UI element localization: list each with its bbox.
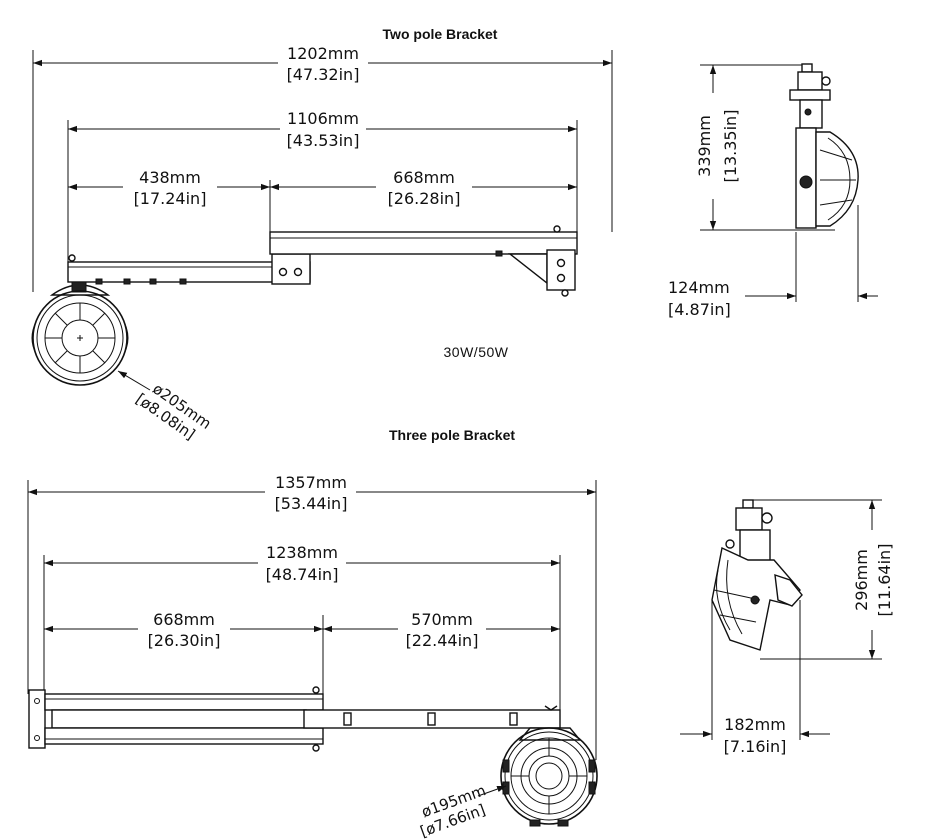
left-segment-mm: 668mm [153, 610, 215, 629]
right-segment-mm: 570mm [411, 610, 473, 629]
overall-length-in: [53.44in] [275, 494, 348, 513]
right-segment-in: [22.44in] [406, 631, 479, 650]
mount-brace [507, 253, 548, 285]
side-height-label: 296mm [11.64in] [852, 544, 894, 617]
side-height-mm: 296mm [852, 549, 871, 611]
three-pole-side-view: 296mm [11.64in] 182mm [7.16in] [680, 499, 894, 756]
lower-arm-bar [44, 727, 324, 745]
upper-arm-bar [269, 231, 578, 255]
arm-length-mm: 1106mm [287, 109, 359, 128]
arm-length-in: [43.53in] [287, 131, 360, 150]
spacer-bar [51, 709, 307, 729]
overall-length-mm: 1202mm [287, 44, 359, 63]
overall-length-mm: 1357mm [275, 473, 347, 492]
side-height-in: [13.35in] [721, 110, 740, 183]
side-depth-mm: 124mm [668, 278, 730, 297]
left-segment-in: [26.30in] [148, 631, 221, 650]
diameter-leader [477, 785, 507, 797]
pole-mount-plate [28, 689, 46, 749]
side-height-in: [11.64in] [875, 544, 894, 617]
lamp-cage-side [815, 131, 859, 227]
side-height-label: 339mm [13.35in] [695, 110, 740, 183]
side-depth-mm: 182mm [724, 715, 786, 734]
clamp-block [797, 71, 823, 91]
three-pole-front-view: 1357mm [53.44in] 1238mm [48.74in] 668mm … [27, 473, 598, 840]
lamp-head [500, 727, 598, 827]
power-rating-label: 30W/50W [444, 344, 509, 360]
clamp-plate [271, 253, 311, 285]
left-segment-mm: 438mm [139, 168, 201, 187]
diameter-label: ø195mm [ø7.66in] [418, 781, 489, 840]
right-segment-in: [26.28in] [388, 189, 461, 208]
lamp-head [31, 281, 129, 386]
two-pole-title: Two pole Bracket [383, 26, 498, 42]
left-segment-in: [17.24in] [134, 189, 207, 208]
diameter-leader [117, 370, 151, 391]
arm-length-in: [48.74in] [266, 565, 339, 584]
two-pole-side-view: 339mm [13.35in] 124mm [4.87in] [668, 63, 878, 319]
side-depth-in: [7.16in] [724, 737, 787, 756]
upper-arm-bar [44, 693, 324, 711]
arm-length-mm: 1238mm [266, 543, 338, 562]
clamp-block [735, 507, 763, 531]
side-height-mm: 339mm [695, 115, 714, 177]
side-depth-in: [4.87in] [668, 300, 731, 319]
two-pole-front-view: 1202mm [47.32in] 1106mm [43.53in] 438mm … [31, 44, 613, 444]
three-pole-title: Three pole Bracket [389, 427, 515, 443]
overall-length-in: [47.32in] [287, 65, 360, 84]
right-segment-mm: 668mm [393, 168, 455, 187]
pole-mount-plate [546, 249, 576, 291]
diameter-label: ø205mm [ø8.08in] [132, 380, 214, 444]
